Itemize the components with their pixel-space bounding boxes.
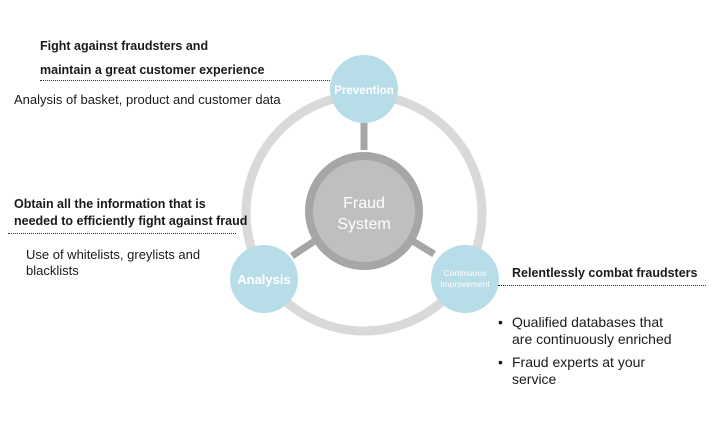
improvement-bullet-2: Fraud experts at your service [498,354,672,388]
prevention-divider [40,80,330,81]
improvement-node-label-line1: Continuous [443,268,486,278]
analysis-detail-line2: blacklists [26,263,79,278]
analysis-node-label: Analysis [237,272,290,287]
analysis-node [230,245,298,313]
prevention-node-label: Prevention [334,85,393,97]
center-label-line1: Fraud [343,195,385,212]
improvement-bullet-2-line2: service [512,371,557,387]
spoke-improvement [409,237,436,257]
analysis-divider [8,233,236,234]
prevention-heading-line2: maintain a great customer experience [40,63,265,77]
analysis-heading-line2: needed to efficiently fight against frau… [14,214,248,228]
improvement-node [431,245,499,313]
improvement-bullet-1: Qualified databases that are continuousl… [498,314,672,348]
improvement-node-label-line2: Improvement [440,279,490,289]
improvement-heading: Relentlessly combat fraudsters [512,266,698,280]
analysis-heading-line1: Obtain all the information that is [14,197,206,211]
spoke-analysis [290,237,318,259]
prevention-detail: Analysis of basket, product and customer… [14,92,281,107]
improvement-divider [498,285,706,286]
improvement-bullet-1-line2: are continuously enriched [512,331,672,347]
analysis-detail-line1: Use of whitelists, greylists and [26,247,201,262]
improvement-bullet-2-line1: Fraud experts at your [512,354,646,370]
prevention-heading-line1: Fight against fraudsters and [40,39,209,53]
improvement-bullet-1-line1: Qualified databases that [512,314,663,330]
center-circle [305,152,423,270]
prevention-node [330,55,398,123]
improvement-bullet-list: Qualified databases that are continuousl… [498,314,672,394]
center-label-line2: System [337,216,390,233]
